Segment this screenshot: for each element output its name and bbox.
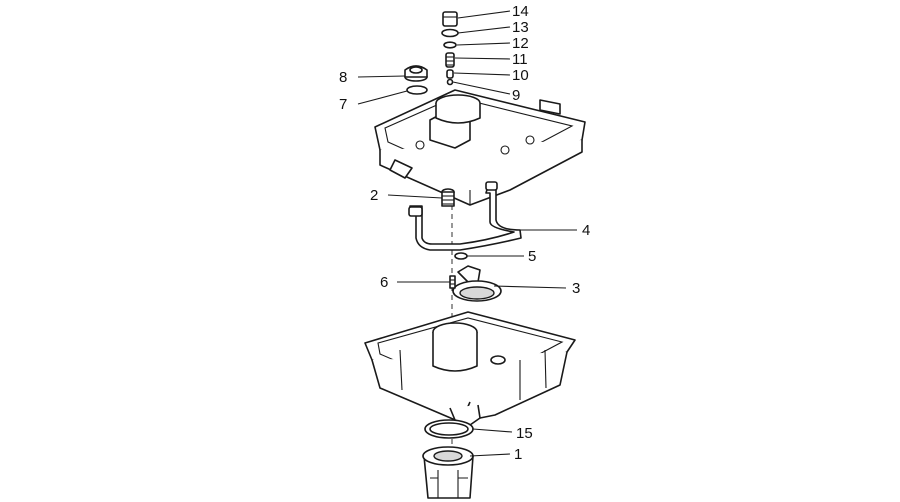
leader-10 <box>453 72 511 76</box>
callout-11: 11 <box>512 51 528 68</box>
leader-7 <box>357 90 408 105</box>
part-1-oil-filter <box>422 446 474 499</box>
callout-8: 8 <box>339 69 347 86</box>
callout-7: 7 <box>339 96 347 113</box>
callout-3: 3 <box>572 280 580 297</box>
part-3-pickup <box>452 265 502 302</box>
leader-13 <box>457 26 511 34</box>
part-5-o-ring <box>454 252 468 260</box>
part-4-oil-pipe <box>408 181 522 251</box>
callout-5: 5 <box>528 248 536 265</box>
callout-12: 12 <box>512 35 529 52</box>
part-15-seal-ring <box>424 419 474 439</box>
part-14-plug <box>442 11 458 27</box>
part-11-spring <box>445 52 455 68</box>
part-12-o-ring <box>443 41 457 49</box>
part-8-cap <box>404 65 428 82</box>
part-13-washer <box>441 28 459 38</box>
leader-12 <box>456 42 511 46</box>
part-10-valve <box>446 69 454 86</box>
callout-2: 2 <box>370 187 378 204</box>
part-2-strainer <box>441 188 455 207</box>
callout-10: 10 <box>512 67 529 84</box>
leader-15 <box>472 428 513 433</box>
leader-1 <box>469 453 511 457</box>
callout-6: 6 <box>380 274 388 291</box>
callout-15: 15 <box>516 425 533 442</box>
callout-9: 9 <box>512 87 520 104</box>
leader-9 <box>452 81 511 95</box>
leader-11 <box>454 57 511 60</box>
leader-2 <box>387 194 443 199</box>
part-6-bolt <box>449 275 456 289</box>
leader-8 <box>357 75 406 78</box>
part-7-seal <box>406 85 428 95</box>
leader-3 <box>493 285 567 289</box>
upper-housing <box>374 89 586 206</box>
leader-14 <box>457 10 511 19</box>
callout-4: 4 <box>582 222 590 239</box>
oil-sump <box>364 311 576 426</box>
callout-14: 14 <box>512 3 529 20</box>
callout-1: 1 <box>514 446 522 463</box>
callout-13: 13 <box>512 19 529 36</box>
